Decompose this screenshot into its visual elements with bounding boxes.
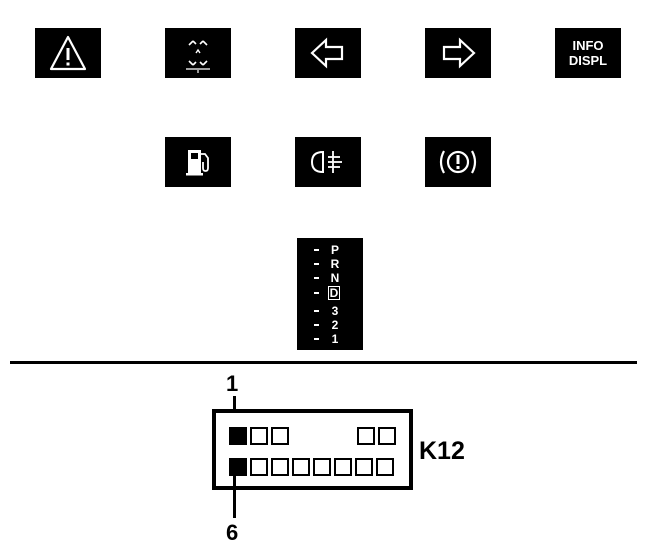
gear-position-d: D [297, 286, 363, 300]
gear-label: 1 [331, 332, 339, 346]
info-display-label-line1: INFO [572, 38, 604, 53]
info-display-tile: INFO DISPL [555, 28, 621, 78]
gear-label: N [330, 271, 340, 285]
gear-dash [314, 324, 319, 326]
connector-pin [357, 427, 375, 445]
connector-pin-6 [229, 458, 247, 476]
connector-pin-1 [229, 427, 247, 445]
gear-position-3: 3 [297, 304, 363, 318]
connector-pin [334, 458, 352, 476]
gear-position-1: 1 [297, 332, 363, 346]
gear-dash [314, 292, 319, 294]
turn-right-icon [442, 37, 476, 69]
brake-warning-tile [425, 137, 491, 187]
gear-label: P [330, 243, 339, 257]
gear-label: R [330, 257, 340, 271]
section-divider [10, 361, 637, 364]
info-display-label-line2: DISPL [568, 53, 608, 68]
pin-callout-1: 1 [226, 371, 239, 396]
connector-pin [313, 458, 331, 476]
gear-dash [314, 310, 319, 312]
connector-pin [378, 427, 396, 445]
snow-warning-tile [165, 28, 231, 78]
connector-pin [355, 458, 373, 476]
gear-position-p: P [297, 243, 363, 257]
fuel-reserve-tile [165, 137, 231, 187]
gear-label: 3 [331, 304, 339, 318]
connector-pin [250, 427, 268, 445]
turn-right-tile [425, 28, 491, 78]
rear-fog-light-icon [310, 150, 342, 174]
snow-warning-icon [186, 40, 210, 73]
connector-label: K12 [419, 437, 465, 465]
connector-pin [250, 458, 268, 476]
connector-k12 [212, 409, 413, 490]
pin-callout-6: 6 [226, 520, 239, 545]
gear-position-r: R [297, 257, 363, 271]
turn-left-icon [310, 37, 344, 69]
connector-pin [271, 427, 289, 445]
rear-fog-light-tile [295, 137, 361, 187]
gear-dash [314, 338, 319, 340]
brake-warning-icon [439, 150, 477, 174]
fuel-pump-icon [186, 150, 209, 176]
turn-left-tile [295, 28, 361, 78]
gear-label-selected: D [328, 286, 340, 300]
gear-label: 2 [331, 318, 339, 332]
connector-pin [292, 458, 310, 476]
gear-position-2: 2 [297, 318, 363, 332]
gear-selector-display: P R N D 3 2 1 [297, 238, 363, 350]
gear-position-n: N [297, 271, 363, 285]
gear-dash [314, 277, 319, 279]
connector-pin [271, 458, 289, 476]
leader-line-pin-6 [233, 472, 236, 518]
hazard-warning-icon [49, 35, 87, 71]
gear-dash [314, 263, 319, 265]
hazard-warning-tile [35, 28, 101, 78]
connector-pin [376, 458, 394, 476]
gear-dash [314, 249, 319, 251]
